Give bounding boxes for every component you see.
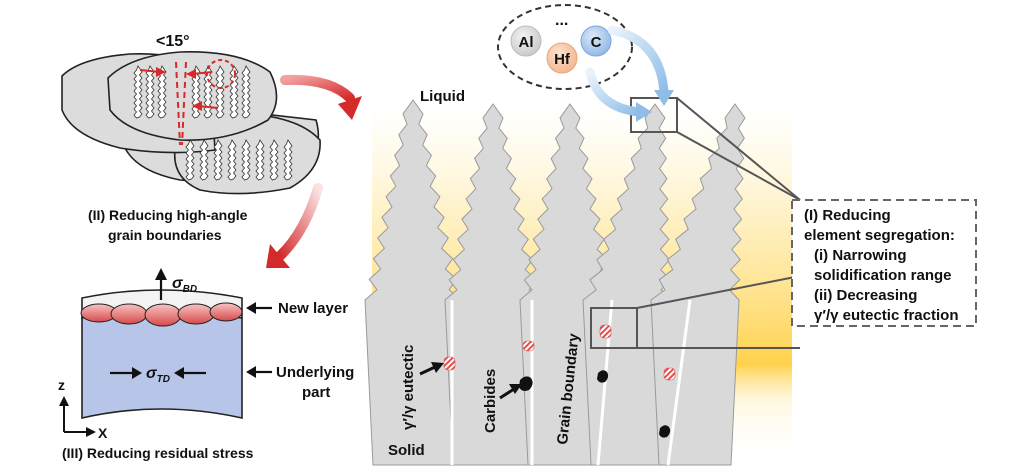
dendrite-column-1 xyxy=(364,99,462,466)
carbide-particle xyxy=(519,376,533,391)
mini-dendrite xyxy=(227,139,237,181)
solid-label: Solid xyxy=(388,442,425,459)
eutectic-spot xyxy=(443,356,456,371)
mini-dendrite xyxy=(157,65,167,119)
residual-stress-block: σBD σTD New layer Underlying part xyxy=(80,268,354,420)
grain-disc-stack: <15° xyxy=(61,33,321,195)
mini-dendrite xyxy=(229,65,239,119)
sigma-bd: σBD xyxy=(172,275,197,295)
info-line-4: solidification range xyxy=(814,267,952,284)
disc-front xyxy=(107,51,278,141)
eutectic-spot xyxy=(663,367,676,381)
dendrite-column-2 xyxy=(444,103,542,466)
eutectic-label: γ′/γ eutectic xyxy=(400,345,417,430)
underlying-label-2: part xyxy=(302,384,330,401)
c-label: C xyxy=(591,34,602,51)
element-cluster: ... Al Hf C xyxy=(497,4,633,90)
c-atom xyxy=(580,25,612,57)
axis-x-label: X xyxy=(98,425,108,441)
flow-arrows xyxy=(266,74,362,268)
misorientation-arrowheads xyxy=(156,67,202,111)
info-box: (I) Reducing element segregation: (i) Na… xyxy=(804,206,974,326)
new-layer-label: New layer xyxy=(278,300,348,317)
angle-label: <15° xyxy=(156,33,190,50)
carbide-particles xyxy=(519,370,671,438)
coordinate-axes xyxy=(59,396,96,437)
carbide-particle xyxy=(659,425,671,438)
carbides-label: Carbides xyxy=(482,369,499,433)
mini-dendrite xyxy=(145,65,155,119)
eutectic-spot xyxy=(522,340,535,352)
mini-dendrite xyxy=(283,139,293,181)
caption-ii-line1: (II) Reducing high-angle xyxy=(88,207,248,223)
hf-atom xyxy=(546,42,578,74)
pointer-arrows xyxy=(419,362,522,400)
liquid-label: Liquid xyxy=(420,88,465,105)
caption-ii-line2: grain boundaries xyxy=(108,227,222,243)
eutectic-spot xyxy=(599,324,612,339)
info-line-1: (I) Reducing xyxy=(804,207,891,224)
mini-dendrite xyxy=(241,139,251,181)
hf-label: Hf xyxy=(554,51,571,68)
al-label: Al xyxy=(519,34,534,51)
mini-dendrite xyxy=(185,139,195,181)
mini-dendrite xyxy=(213,139,223,181)
caption-iii: (III) Reducing residual stress xyxy=(62,445,254,461)
mini-dendrite xyxy=(255,139,265,181)
dendrite-panel: γ′/γ eutectic Carbides Grain boundary Li… xyxy=(364,88,801,466)
ellipsis-text: ... xyxy=(555,12,568,29)
mini-dendrite xyxy=(199,139,209,181)
mini-dendrite xyxy=(215,65,225,119)
mini-dendrite xyxy=(133,65,143,119)
axis-z-label: z xyxy=(58,377,65,393)
mini-dendrites xyxy=(133,65,293,181)
info-line-2: element segregation: xyxy=(804,227,955,244)
mini-dendrite xyxy=(269,139,279,181)
info-line-3: (i) Narrowing xyxy=(814,247,907,264)
mini-dendrite xyxy=(241,65,251,119)
carbide-particle xyxy=(597,370,609,383)
sigma-td: σTD xyxy=(146,365,170,385)
info-box-frame xyxy=(791,199,977,327)
melt-pools xyxy=(80,302,243,327)
zoom-callouts xyxy=(590,97,801,349)
underlying-label-1: Underlying xyxy=(276,364,354,381)
grain-boundary-line xyxy=(666,299,692,466)
eutectic-spots xyxy=(443,324,676,381)
al-atom xyxy=(510,25,542,57)
info-line-5: (ii) Decreasing xyxy=(814,287,918,304)
segregation-arrows xyxy=(585,25,674,122)
info-line-6: γ′/γ eutectic fraction xyxy=(814,307,959,324)
mini-dendrite xyxy=(203,65,213,119)
